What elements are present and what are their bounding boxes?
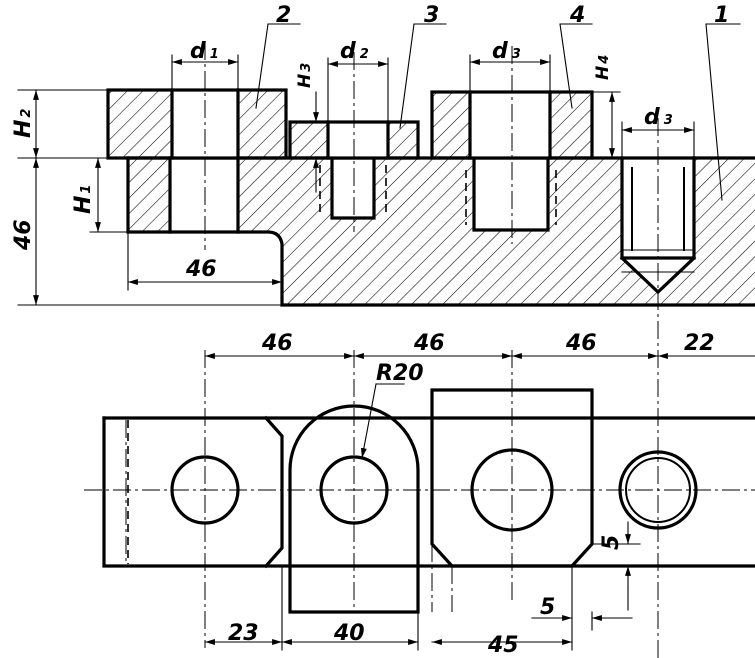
label-H2: H2 bbox=[11, 109, 36, 138]
dim-height-46: 46 bbox=[11, 219, 36, 251]
plan-view bbox=[84, 350, 755, 651]
dim-pitch-46-2: 46 bbox=[413, 331, 445, 356]
part-number-2: 2 bbox=[276, 3, 291, 28]
dim-bottom-23: 23 bbox=[228, 621, 259, 646]
dim-end-22: 22 bbox=[684, 331, 715, 356]
dim-gap-5-horizontal: 5 bbox=[540, 595, 555, 620]
part-number-1: 1 bbox=[714, 3, 729, 28]
label-H1: H1 bbox=[71, 185, 96, 214]
dim-pitch-46-1: 46 bbox=[261, 331, 293, 356]
dim-width-46: 46 bbox=[185, 257, 217, 282]
section-view bbox=[17, 23, 755, 658]
label-H3: H3 bbox=[295, 63, 315, 88]
part-number-4: 4 bbox=[569, 3, 585, 28]
part-number-3: 3 bbox=[424, 3, 439, 28]
dim-pitch-46-3: 46 bbox=[565, 331, 597, 356]
dim-radius-R20: R20 bbox=[376, 361, 424, 386]
dim-bottom-40: 40 bbox=[333, 621, 365, 646]
label-H4: H4 bbox=[593, 55, 613, 80]
dim-gap-5-vertical: 5 bbox=[599, 535, 624, 550]
dim-bottom-45: 45 bbox=[487, 633, 519, 658]
base-plate-hatch bbox=[128, 158, 755, 305]
